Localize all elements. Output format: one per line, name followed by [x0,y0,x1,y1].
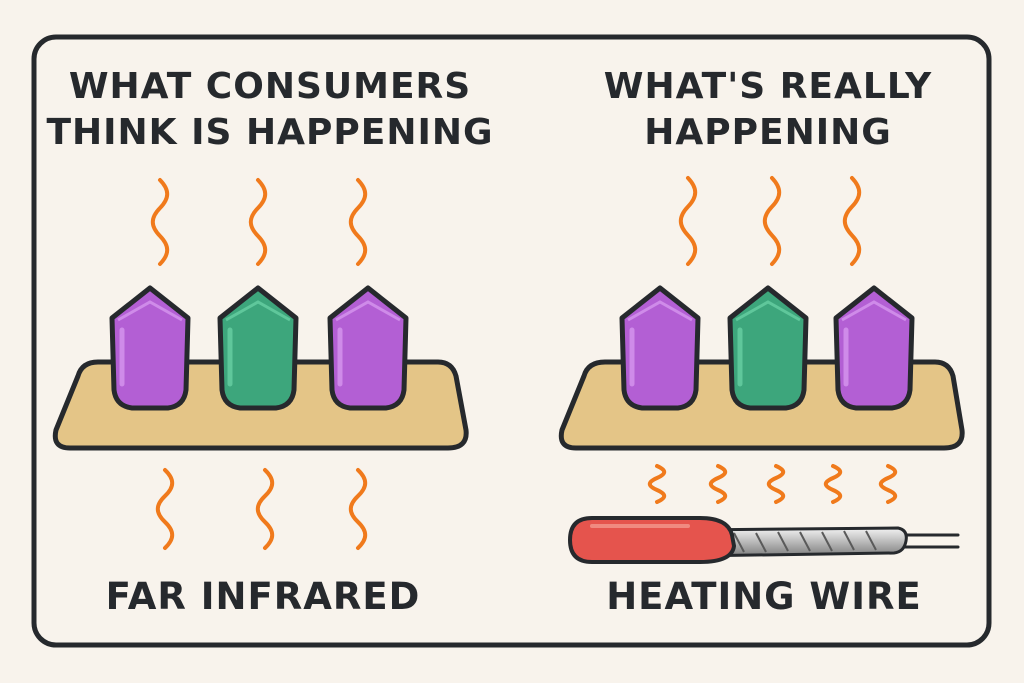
waves-below-right [647,464,898,504]
heat-wave-above-right-3 [842,176,862,266]
crystal-left-2 [217,285,299,411]
heat-wave-below-right-2 [708,464,728,504]
heat-wave-above-right-2 [762,176,782,266]
left-panel-caption: FAR INFRARED [105,575,421,618]
heat-wave-below-left-1 [155,468,175,550]
crystal-right-2 [727,285,809,411]
crystal-left-1 [109,285,191,411]
wire-sheath [568,516,736,564]
wire-strand-texture [711,530,877,553]
crystals-right [619,285,915,411]
heat-wave-below-right-4 [823,464,843,504]
heat-wave-below-right-5 [878,464,898,504]
heat-wave-below-left-2 [255,468,275,550]
crystal-right-1 [619,285,701,411]
heat-wave-above-left-3 [348,178,368,266]
crystal-left-3 [327,285,409,411]
heat-wave-above-left-2 [248,178,268,266]
heating-wire [568,516,960,564]
heat-wave-above-left-1 [150,178,170,266]
waves-above-right [678,176,862,266]
wire-core [688,526,908,558]
outer-border [31,34,992,648]
right-panel-title: WHAT'S REALLY HAPPENING [603,66,933,153]
crystal-right-3 [833,285,915,411]
waves-above-left [150,178,368,266]
left-panel [52,178,469,550]
right-panel [558,176,965,564]
heat-wave-below-right-3 [766,464,786,504]
heat-wave-above-right-1 [678,176,698,266]
heat-wave-below-right-1 [647,464,667,504]
right-panel-caption: HEATING WIRE [606,575,922,618]
left-panel-title: WHAT CONSUMERS THINK IS HAPPENING [46,66,494,153]
crystals-left [109,285,409,411]
heat-wave-below-left-3 [348,468,368,550]
waves-below-left [155,468,368,550]
